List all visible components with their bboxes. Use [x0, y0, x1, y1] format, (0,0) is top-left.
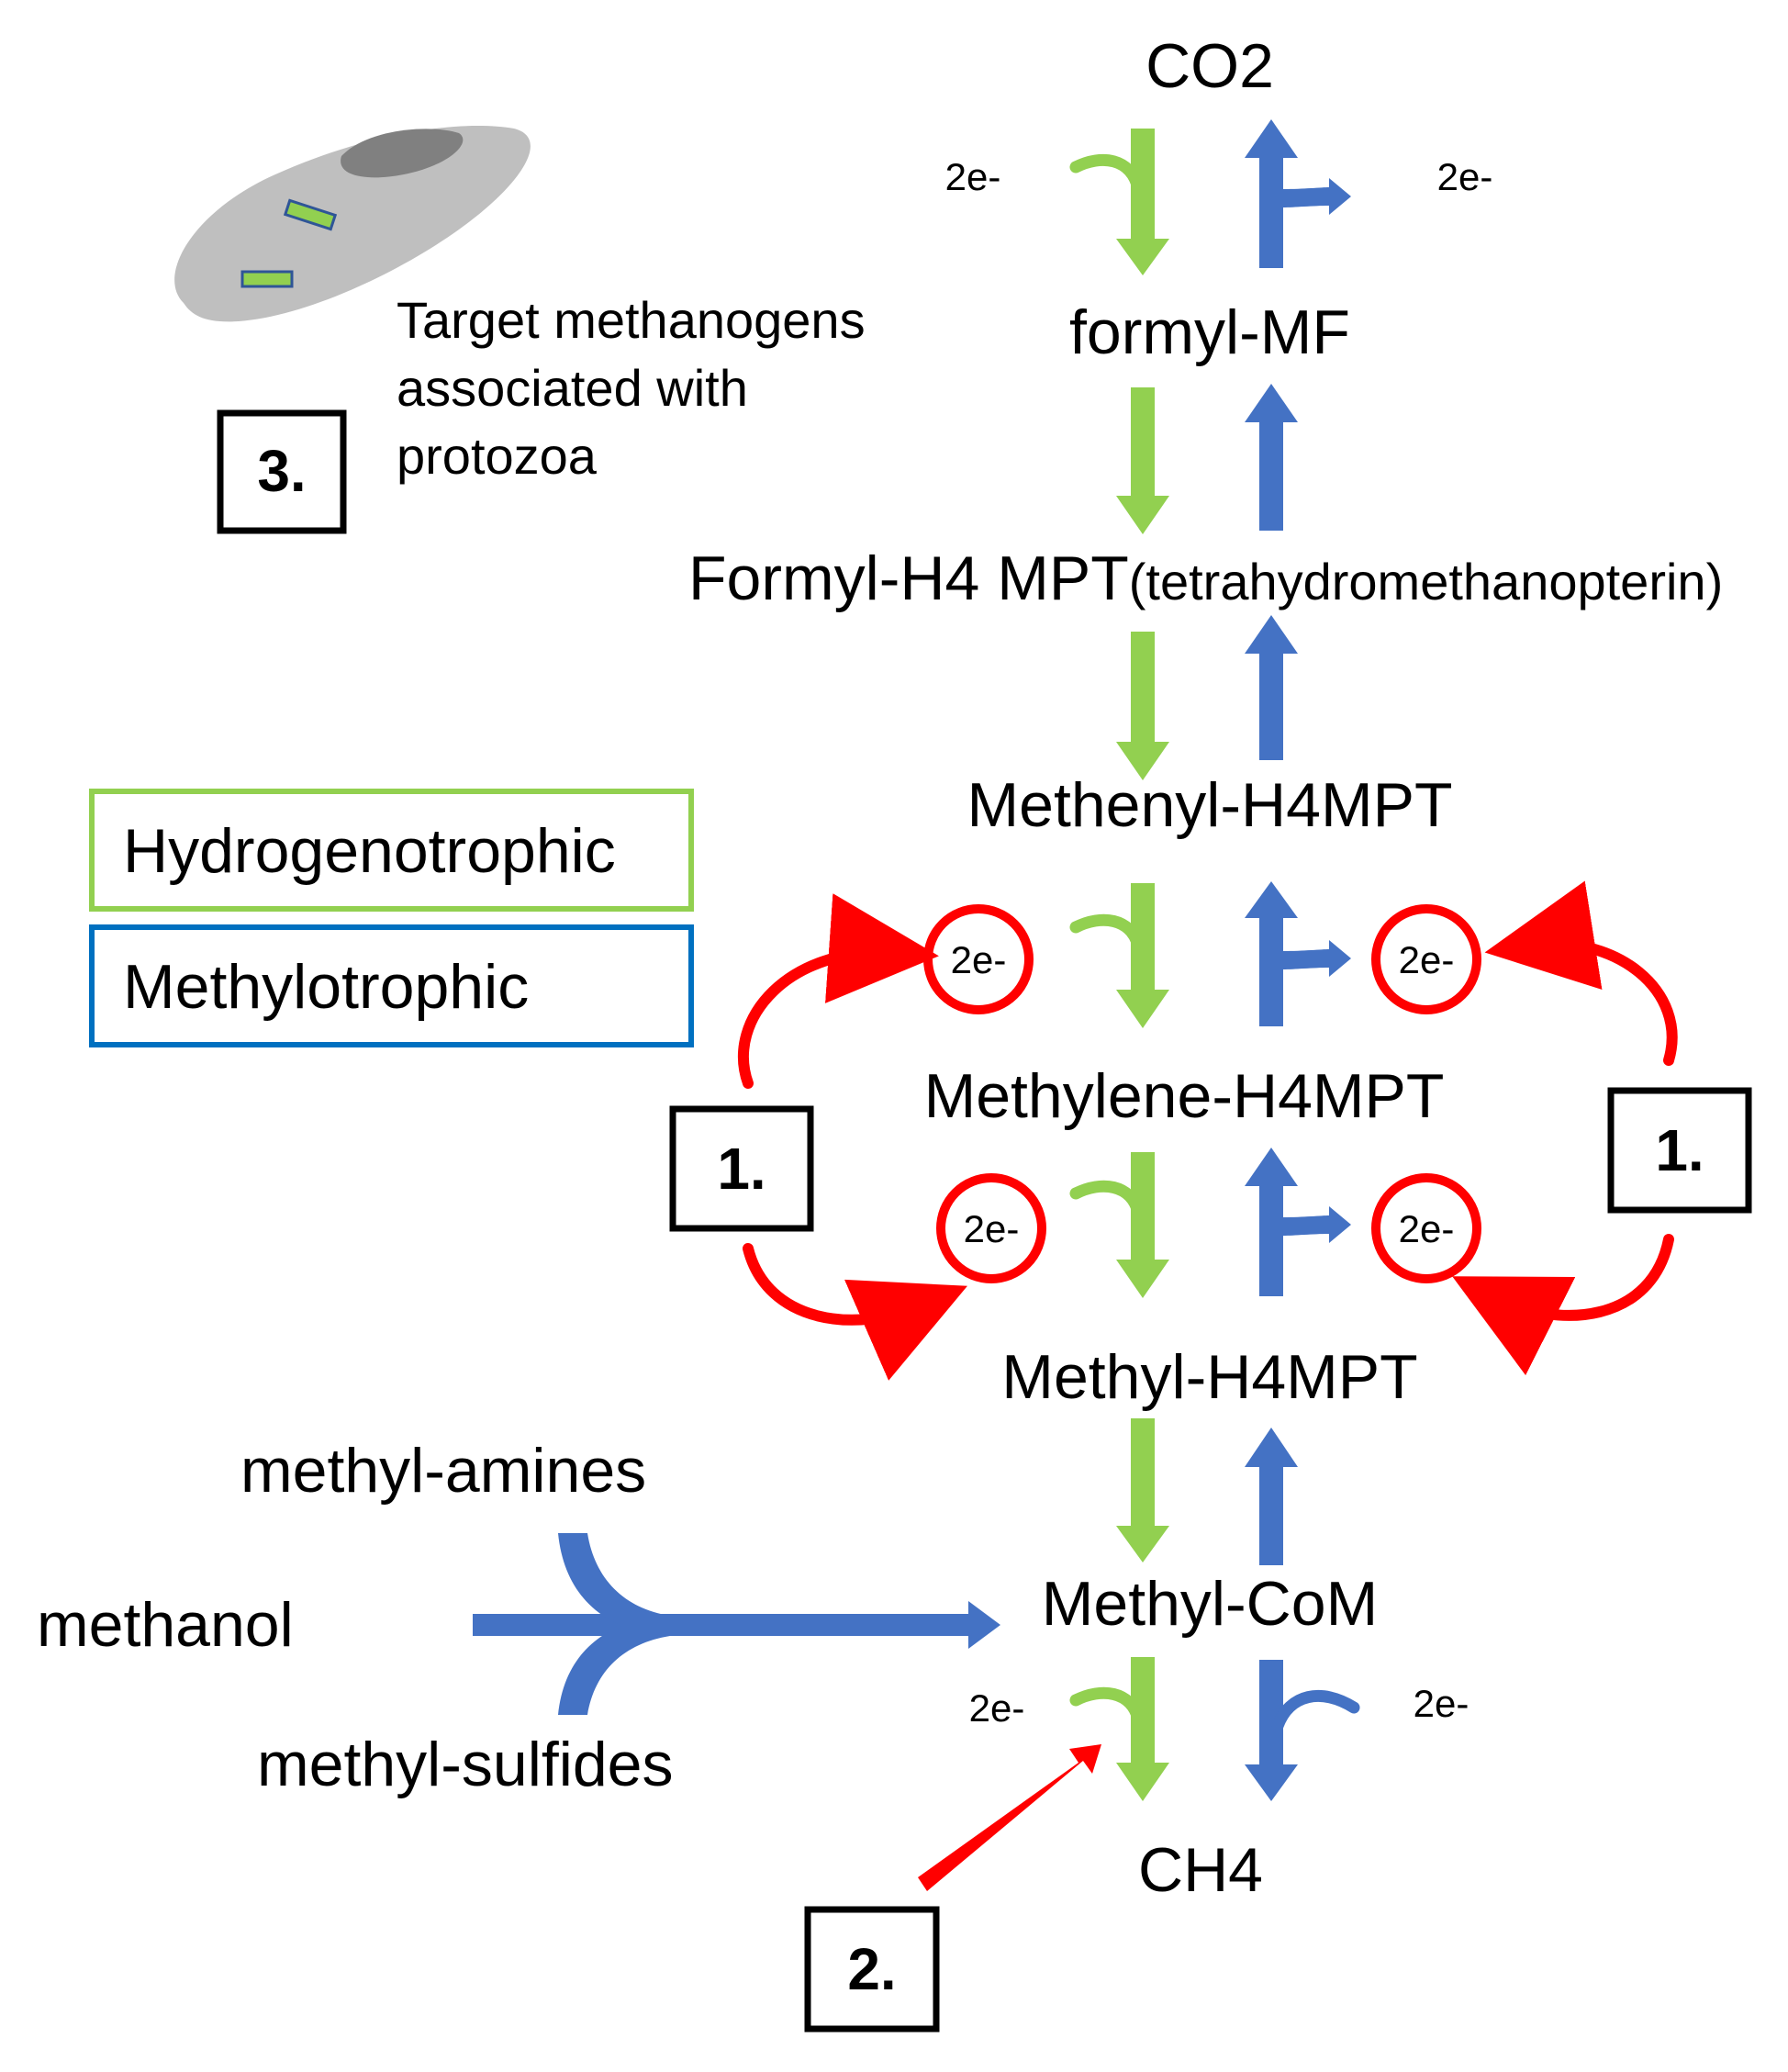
electron-label-m2-left: 2e-	[964, 1207, 1020, 1250]
legend-methylotrophic-label: Methylotrophic	[123, 952, 529, 1022]
compound-methyl-com: Methyl-CoM	[1042, 1569, 1379, 1639]
target-box-3-label: 3.	[257, 438, 306, 504]
methanogen-icon	[283, 198, 338, 231]
green-arrow-methylcom-ch4	[1116, 1657, 1169, 1801]
formyl-h4mpt-name: Formyl-H4 MPT	[688, 543, 1129, 613]
blue-arrow-methyl-methylene	[1245, 1148, 1298, 1296]
substrate-methanol: methanol	[37, 1590, 294, 1660]
target-box-1-right-label: 1.	[1655, 1117, 1704, 1183]
blue-arrow-ch4-methylcom	[1245, 1660, 1298, 1801]
target-box-3: 3.	[217, 409, 347, 534]
compound-formyl-h4mpt: Formyl-H4 MPT(tetrahydromethanopterin)	[688, 543, 1723, 613]
green-hook-bottom	[1069, 1686, 1145, 1725]
blue-arrow-formylh4mpt-formylmf	[1245, 384, 1298, 531]
red-arrow-left-up	[738, 893, 939, 1089]
legend-hydrogenotrophic-label: Hydrogenotrophic	[123, 816, 616, 886]
electron-label-m2-right: 2e-	[1399, 1207, 1455, 1250]
compound-methyl-h4mpt: Methyl-H4MPT	[1001, 1342, 1417, 1412]
target-box-1-right: 1.	[1607, 1087, 1752, 1214]
electron-circle-m2-left	[936, 1173, 1046, 1283]
protozoa-icon	[174, 126, 531, 322]
blue-arrow-methylene-methenyl	[1245, 881, 1298, 1026]
hydrogenotrophic-electron-hooks	[1069, 154, 1145, 1725]
green-arrow-methenyl-methylene	[1116, 883, 1169, 1028]
electron-label-top-left: 2e-	[945, 155, 1001, 198]
substrate-methyl-amines: methyl-amines	[240, 1436, 646, 1506]
legend: Hydrogenotrophic Methylotrophic	[89, 789, 694, 1047]
electron-circle-m2-right	[1371, 1173, 1481, 1283]
green-arrow-co2-formylmf	[1116, 129, 1169, 275]
green-arrow-formylh4mpt-methenyl	[1116, 632, 1169, 780]
methylotrophic-arrows	[1245, 119, 1351, 1801]
protozoa-caption-line2: associated with	[397, 359, 748, 417]
electron-label-top-right: 2e-	[1437, 155, 1493, 198]
green-hook-m2	[1069, 1180, 1145, 1218]
compound-methenyl-h4mpt: Methenyl-H4MPT	[967, 770, 1452, 840]
blue-branch-m2	[1283, 1206, 1351, 1243]
target-box-2-label: 2.	[847, 1936, 896, 2002]
methanogen-icon	[240, 270, 294, 288]
green-hook-top	[1069, 154, 1145, 195]
compound-co2: CO2	[1145, 31, 1274, 101]
blue-branch-methyl-amines	[558, 1533, 670, 1636]
substrate-methyl-sulfides: methyl-sulfides	[257, 1730, 674, 1799]
electron-circle-m1-right	[1371, 904, 1481, 1014]
target-box-1-left: 1.	[669, 1105, 814, 1232]
protozoa-caption-line1: Target methanogens	[397, 291, 866, 349]
red-arrow-right-down	[1452, 1234, 1674, 1376]
blue-arrow-methenyl-formylh4mpt	[1245, 615, 1298, 760]
substrate-input-arrows	[473, 1533, 1000, 1715]
blue-main-substrate-arrow	[473, 1601, 1000, 1649]
red-arrow-left-down	[743, 1243, 967, 1381]
green-arrow-methylene-methyl	[1116, 1152, 1169, 1298]
legend-hydrogenotrophic	[89, 789, 694, 912]
legend-methylotrophic	[89, 924, 694, 1047]
hydrogenotrophic-arrows	[1116, 129, 1169, 1801]
blue-arrow-methylcom-methylh4mpt	[1245, 1428, 1298, 1565]
electron-label-m1-left: 2e-	[951, 938, 1007, 981]
red-arrow-target-2	[918, 1744, 1101, 1891]
compound-ch4: CH4	[1138, 1835, 1263, 1905]
green-arrow-formylmf-formylh4mpt	[1116, 387, 1169, 534]
compound-formyl-mf: formyl-MF	[1069, 297, 1350, 367]
formyl-h4mpt-note: (tetrahydromethanopterin)	[1129, 553, 1723, 610]
red-arrow-right-up	[1484, 880, 1678, 1066]
electron-label-bottom-right: 2e-	[1414, 1682, 1470, 1725]
protozoa-caption-line3: protozoa	[397, 427, 598, 485]
compound-methylene-h4mpt: Methylene-H4MPT	[924, 1061, 1445, 1131]
target-box-2: 2.	[804, 1906, 940, 2033]
blue-arrow-formylmf-co2	[1245, 119, 1298, 268]
circled-electrons	[923, 904, 1481, 1283]
green-hook-m1	[1069, 913, 1145, 952]
electron-label-bottom-left: 2e-	[969, 1686, 1025, 1730]
green-arrow-methylh4mpt-methylcom	[1116, 1418, 1169, 1562]
inhibition-arrows	[738, 880, 1678, 1381]
blue-hook-bottom	[1271, 1689, 1360, 1732]
blue-branch-methyl-sulfides	[558, 1616, 670, 1715]
blue-branch-top	[1283, 178, 1351, 215]
blue-branch-m1	[1283, 940, 1351, 977]
target-box-1-left-label: 1.	[717, 1136, 765, 1202]
electron-label-m1-right: 2e-	[1399, 938, 1455, 981]
